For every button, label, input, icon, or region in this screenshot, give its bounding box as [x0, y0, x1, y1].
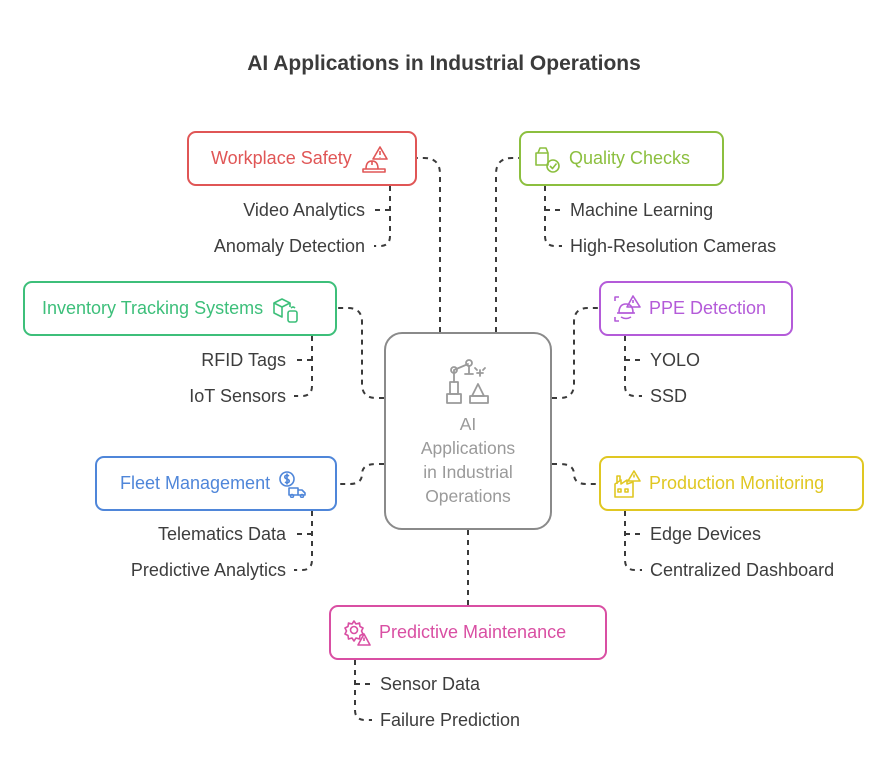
ppe-item-1: YOLO	[650, 350, 701, 370]
ppe-detection-label: PPE Detection	[649, 298, 767, 318]
gear-warning-icon	[344, 619, 371, 646]
production-monitoring-node: Production Monitoring	[599, 456, 864, 511]
production-item-1: Edge Devices	[650, 524, 762, 544]
boxes-device-icon	[273, 297, 298, 323]
dollar-truck-icon	[279, 470, 306, 498]
factory-warning-icon	[614, 469, 641, 498]
fleet-management-node: Fleet Management	[95, 456, 337, 511]
production-monitoring-label: Production Monitoring	[649, 473, 825, 493]
bracket-fleet	[294, 511, 313, 571]
center-label: AI Applications in Industrial Operations	[386, 412, 550, 508]
robot-arm-icon	[446, 359, 489, 404]
page-title: AI Applications in Industrial Operations	[247, 52, 641, 75]
inventory-tracking-node: Inventory Tracking Systems	[23, 281, 337, 336]
production-item-2: Centralized Dashboard	[650, 560, 835, 580]
workplace-safety-node: Workplace Safety	[187, 131, 417, 186]
maintenance-item-1: Sensor Data	[380, 674, 481, 694]
bracket-ppe	[624, 336, 642, 397]
quality-checks-node: Quality Checks	[519, 131, 724, 186]
helmet-warning-icon	[614, 294, 641, 322]
connector-workplace-safety	[416, 157, 441, 332]
bracket-inventory	[294, 336, 313, 397]
bracket-quality-checks	[544, 186, 562, 247]
bracket-workplace-safety	[374, 186, 391, 247]
fleet-item-2: Predictive Analytics	[130, 560, 286, 580]
maintenance-item-2: Failure Prediction	[380, 710, 521, 730]
connector-fleet	[336, 463, 384, 485]
workplace-safety-item-1: Video Analytics	[243, 200, 365, 220]
center-line-4: Operations	[425, 486, 511, 506]
inventory-item-2: IoT Sensors	[189, 386, 286, 406]
ppe-item-2: SSD	[650, 386, 688, 406]
connector-quality-checks	[495, 157, 520, 332]
predictive-maintenance-node: Predictive Maintenance	[329, 605, 607, 660]
fleet-item-1: Telematics Data	[157, 524, 286, 544]
connector-ppe	[552, 307, 600, 399]
inventory-tracking-label: Inventory Tracking Systems	[42, 298, 264, 318]
box-check-icon	[535, 146, 560, 173]
center-node: AI Applications in Industrial Operations	[384, 332, 552, 530]
center-line-2: Applications	[420, 438, 516, 458]
center-line-3: in Industrial	[423, 462, 513, 482]
connector-inventory	[336, 307, 384, 399]
quality-checks-label: Quality Checks	[569, 148, 691, 168]
bracket-maintenance	[354, 660, 372, 721]
bracket-production	[624, 511, 642, 571]
quality-checks-item-1: Machine Learning	[570, 200, 714, 220]
quality-checks-item-2: High-Resolution Cameras	[570, 236, 777, 256]
worker-warning-icon	[361, 145, 388, 173]
center-line-1: AI	[459, 414, 477, 434]
workplace-safety-label: Workplace Safety	[211, 148, 352, 168]
fleet-management-label: Fleet Management	[120, 473, 271, 493]
predictive-maintenance-label: Predictive Maintenance	[379, 622, 567, 642]
ppe-detection-node: PPE Detection	[599, 281, 793, 336]
connector-production	[552, 463, 600, 485]
workplace-safety-item-2: Anomaly Detection	[213, 236, 365, 256]
inventory-item-1: RFID Tags	[201, 350, 286, 370]
